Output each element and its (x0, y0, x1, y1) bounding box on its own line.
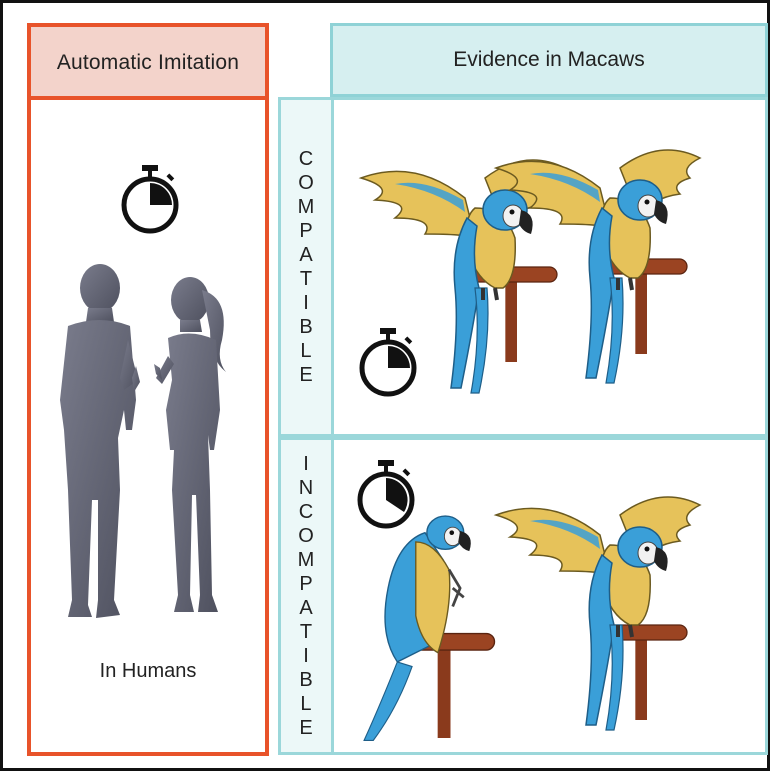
label-letter: L (300, 692, 311, 716)
label-letter: E (299, 363, 312, 387)
label-letter: L (300, 339, 311, 363)
label-letter: P (299, 219, 312, 243)
label-letter: I (303, 644, 309, 668)
humans-caption: In Humans (31, 660, 265, 683)
label-letter: A (299, 596, 312, 620)
human-silhouettes (40, 260, 260, 640)
automatic-imitation-title: Automatic Imitation (57, 51, 239, 75)
label-letter: B (299, 315, 312, 339)
label-letter: O (298, 171, 314, 195)
macaw-icon (350, 505, 500, 745)
stopwatch-icon (118, 163, 182, 235)
label-letter: B (299, 668, 312, 692)
macaw-icon (490, 470, 710, 740)
evidence-in-macaws-title: Evidence in Macaws (453, 48, 644, 72)
label-letter: M (298, 195, 315, 219)
evidence-in-macaws-header: Evidence in Macaws (330, 23, 768, 97)
label-letter: N (299, 476, 313, 500)
label-letter: P (299, 572, 312, 596)
woman-silhouette-icon (154, 277, 226, 612)
man-silhouette-icon (60, 264, 140, 618)
label-letter: O (298, 524, 314, 548)
macaw-icon (490, 128, 710, 388)
label-letter: C (299, 500, 313, 524)
label-letter: T (300, 267, 312, 291)
automatic-imitation-header: Automatic Imitation (27, 23, 269, 99)
label-letter: T (300, 620, 312, 644)
label-letter: C (299, 147, 313, 171)
label-letter: E (299, 716, 312, 740)
label-letter: M (298, 548, 315, 572)
label-letter: I (303, 291, 309, 315)
label-letter: I (303, 452, 309, 476)
label-letter: A (299, 243, 312, 267)
